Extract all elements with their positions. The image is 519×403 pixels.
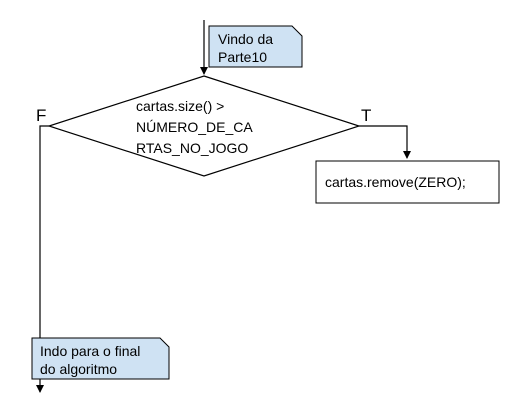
action-box: [315, 160, 500, 204]
incoming-note-line-2: Parte10: [218, 49, 267, 65]
false-branch-connector: [36, 125, 49, 393]
action-node: cartas.remove(ZERO);: [315, 160, 500, 204]
decision-line-2: NÚMERO_DE_CA: [136, 119, 253, 135]
outgoing-note-line-1: Indo para o final: [40, 343, 140, 359]
incoming-note-shape: [208, 25, 303, 68]
decision-node: cartas.size() > NÚMERO_DE_CA RTAS_NO_JOG…: [47, 75, 361, 177]
incoming-note-line-1: Vindo da: [218, 31, 273, 47]
outgoing-note-shape: [31, 337, 170, 380]
decision-diamond: [47, 75, 361, 177]
true-branch-label: T: [361, 106, 371, 125]
decision-line-1: cartas.size() >: [136, 98, 224, 114]
false-branch-label: F: [36, 106, 46, 125]
outgoing-note: Indo para o final do algoritmo: [31, 337, 170, 380]
true-branch-connector: [359, 125, 411, 159]
action-text: cartas.remove(ZERO);: [325, 174, 466, 190]
outgoing-note-line-2: do algoritmo: [40, 361, 117, 377]
incoming-note: Vindo da Parte10: [208, 25, 303, 68]
decision-line-3: RTAS_NO_JOGO: [136, 140, 248, 156]
